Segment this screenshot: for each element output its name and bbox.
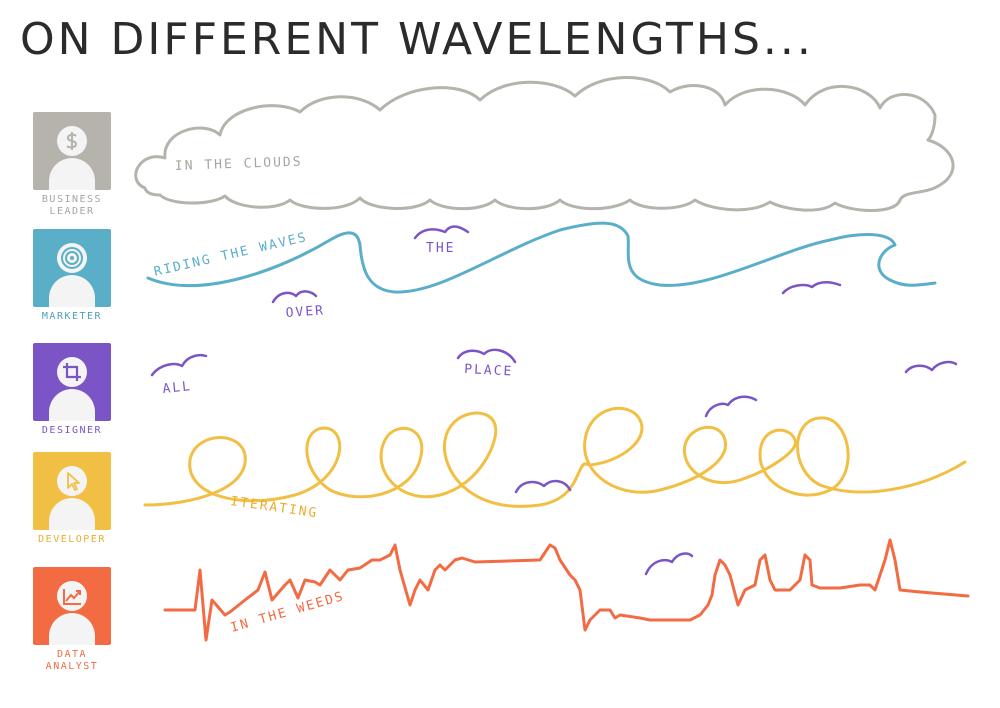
chart-icon	[63, 589, 81, 605]
person-body	[49, 158, 95, 190]
bird-word-place: PLACE	[464, 362, 514, 380]
bird-icon	[456, 348, 517, 364]
bird-icon	[704, 395, 758, 418]
cloud-shape	[134, 76, 955, 212]
persona-designer: DESIGNER	[30, 343, 114, 437]
bird-icon	[413, 225, 470, 240]
bird-word-all: ALL	[162, 379, 193, 397]
crop-icon	[63, 363, 81, 381]
bird-icon	[904, 360, 958, 374]
persona-name: MARKETER	[41, 311, 103, 322]
persona-business-leader: BUSINESS LEADER	[30, 112, 114, 218]
persona-name: DESIGNER	[41, 425, 103, 436]
persona-data-analyst: DATA ANALYST	[30, 567, 114, 673]
person-head	[57, 466, 87, 496]
persona-name: BUSINESS	[41, 194, 103, 205]
label-in-the-clouds: IN THE CLOUDS	[175, 155, 303, 174]
person-head	[57, 357, 87, 387]
persona-tile	[33, 229, 111, 307]
bird-word-the: THE	[426, 241, 455, 256]
target-icon	[61, 247, 83, 269]
persona-tile	[33, 343, 111, 421]
persona-marketer: MARKETER	[30, 229, 114, 323]
dollar-icon	[66, 132, 78, 150]
iterating-loop-line	[143, 406, 967, 508]
person-body	[49, 498, 95, 530]
persona-name: DEVELOPER	[38, 534, 106, 545]
in-the-weeds-line	[163, 538, 970, 642]
bird-icon	[271, 290, 318, 304]
label-in-the-weeds: IN THE WEEDS	[229, 589, 346, 636]
persona-tile	[33, 452, 111, 530]
person-body	[49, 389, 95, 421]
bird-icon	[781, 281, 842, 295]
bird-icon	[644, 552, 694, 576]
persona-name-line2: LEADER	[49, 206, 95, 217]
persona-name: DATA ANALYST	[45, 649, 99, 672]
bird-word-over: OVER	[285, 303, 325, 321]
bird-icon	[150, 353, 208, 377]
bird-icon	[514, 479, 572, 494]
person-body	[49, 613, 95, 645]
page-title: ON DIFFERENT WAVELENGTHS...	[20, 14, 814, 65]
ocean-wave-line	[146, 221, 937, 294]
persona-tile	[33, 567, 111, 645]
cursor-icon	[67, 472, 80, 491]
persona-developer: DEVELOPER	[30, 452, 114, 546]
person-body	[49, 275, 95, 307]
label-riding-the-waves: RIDING THE WAVES	[153, 230, 310, 280]
persona-tile	[33, 112, 111, 190]
